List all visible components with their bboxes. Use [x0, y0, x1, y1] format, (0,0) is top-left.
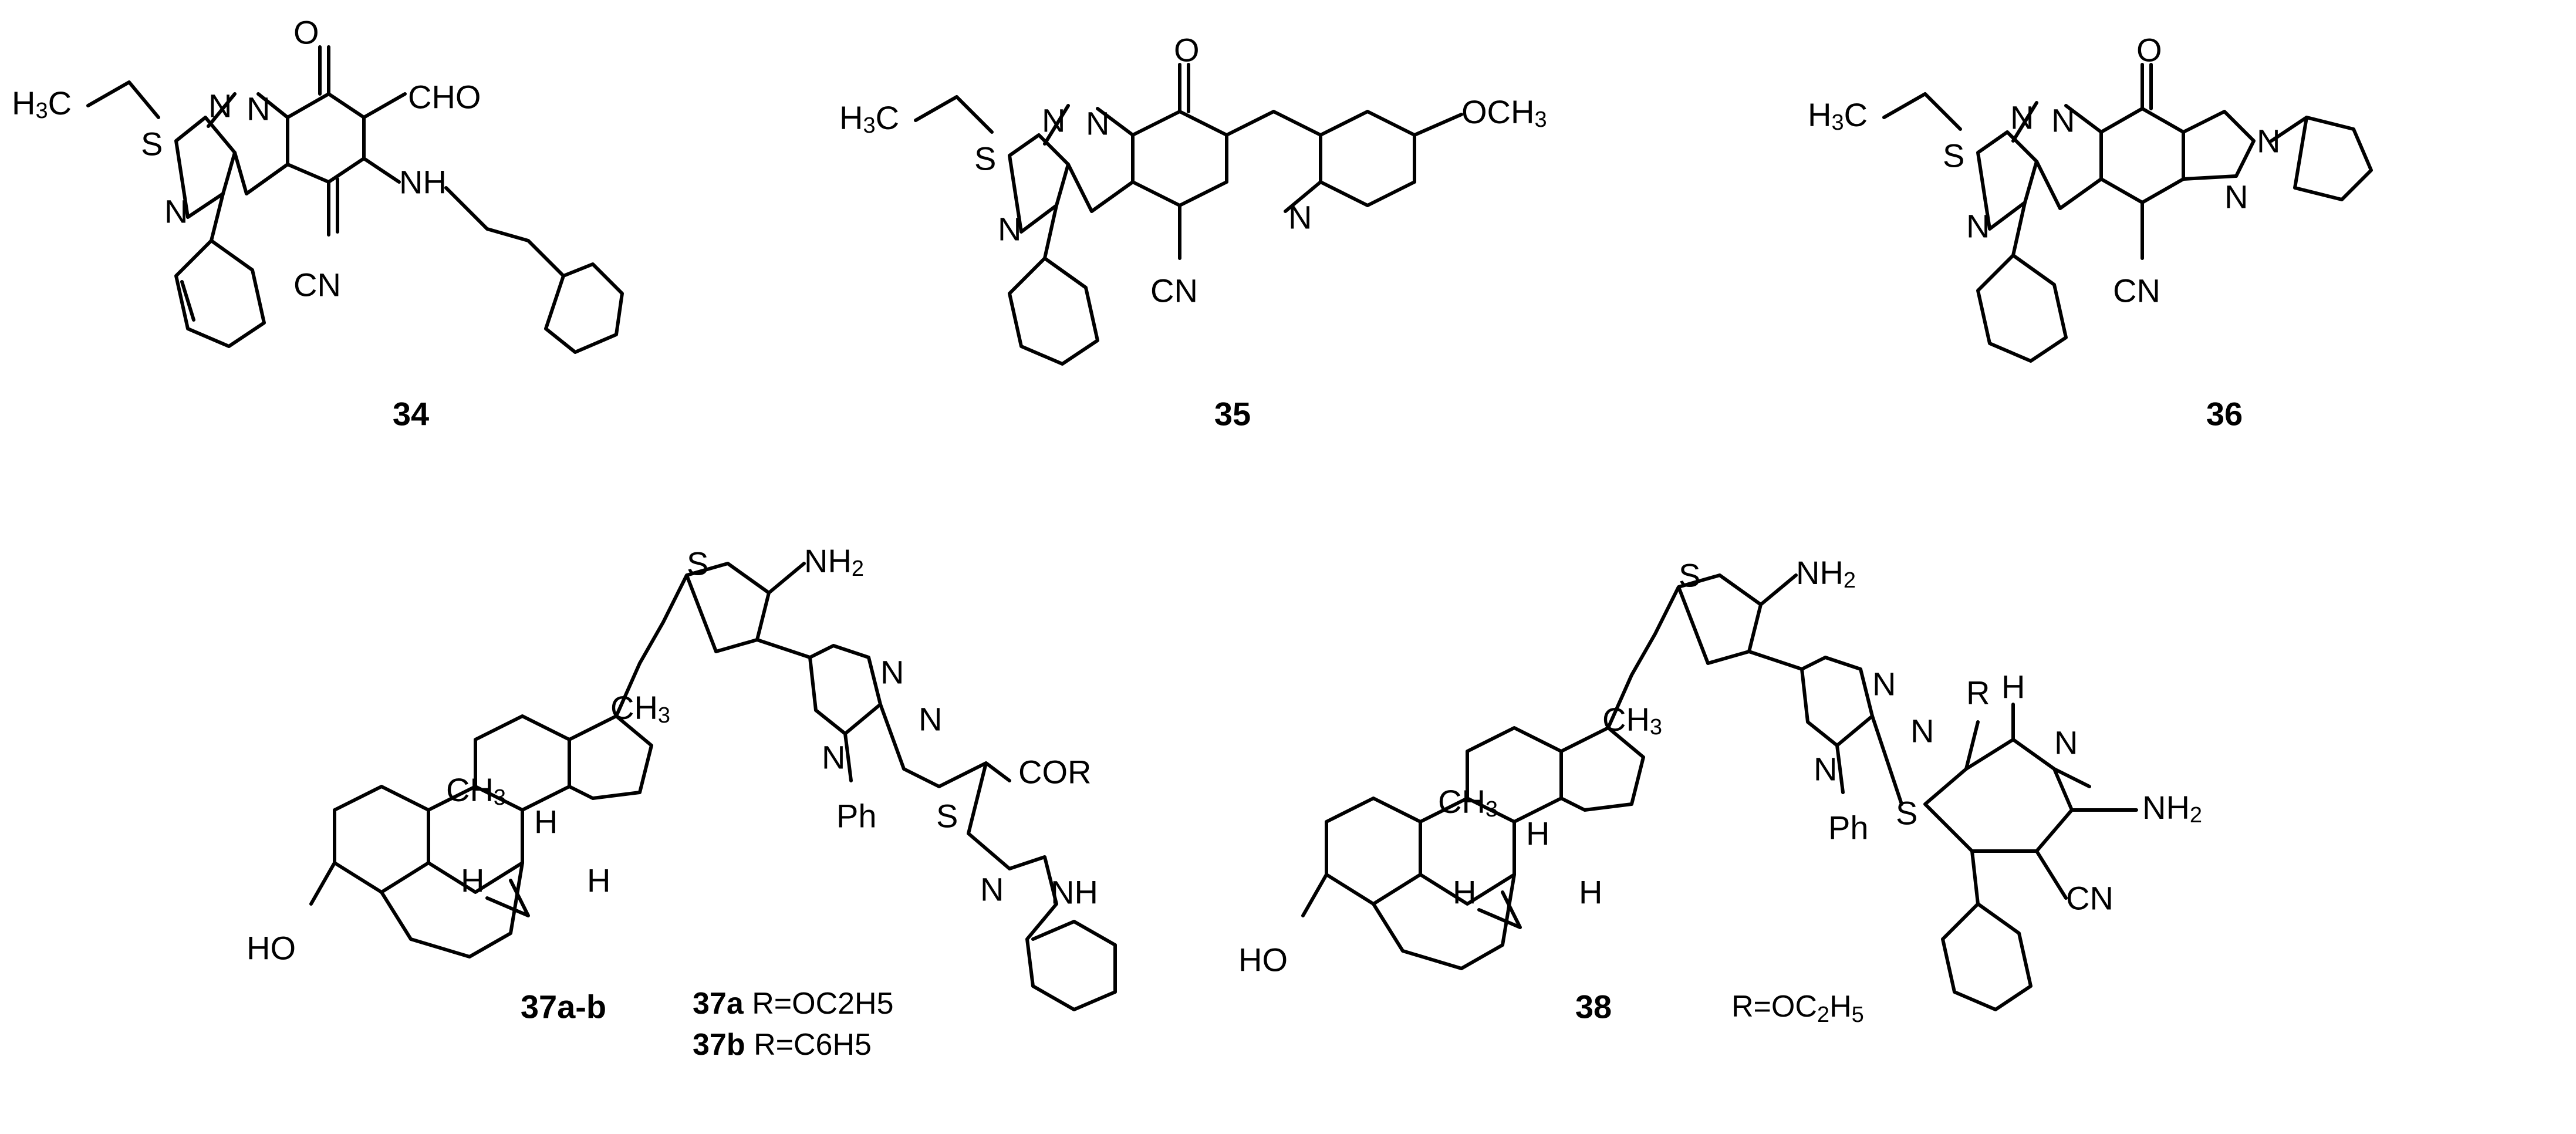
compound-35-sulfur: S — [974, 140, 996, 177]
compound-38-triazole-n1: N — [1872, 666, 1896, 703]
compound-38-bonds — [1301, 573, 2138, 1011]
compound-34-sulfur: S — [141, 126, 163, 163]
compound-37-triazole-n2: N — [919, 701, 942, 738]
compound-37-thiophene-sulfur: S — [687, 545, 708, 582]
compound-37-triazole-n1: N — [880, 654, 904, 691]
compound-36-n-pyrazole-2: N — [2224, 178, 2248, 215]
compound-34-cn: CN — [293, 266, 341, 303]
compound-35-n-top: N — [1042, 102, 1065, 139]
compound-37-imine-n: N — [980, 871, 1004, 908]
compound-35-bonds — [914, 63, 1463, 366]
compound-38-methyl-upper: CH3 — [1602, 701, 1662, 740]
compound-34-n-ring: N — [247, 90, 270, 127]
compound-36-ethyl: H3C — [1808, 96, 1868, 136]
compound-34-n-phenyl: N — [164, 193, 188, 230]
compound-37-cor: COR — [1018, 754, 1091, 791]
compound-38-amino-2: NH2 — [2142, 789, 2202, 828]
compound-38-thio-sulfur: S — [1896, 795, 1917, 832]
compound-36-sulfur: S — [1943, 137, 1964, 174]
compound-38-cn: CN — [2066, 880, 2114, 917]
compound-34-oxygen: O — [293, 14, 319, 51]
compound-34-ethyl: H3C — [12, 85, 72, 124]
compound-37-methyl-upper: CH3 — [610, 689, 670, 728]
compound-38-thiophene-sulfur: S — [1679, 557, 1700, 594]
compound-37-bonds — [309, 562, 1117, 1011]
compound-34-cho: CHO — [408, 79, 481, 116]
compound-35-methoxy: OCH3 — [1461, 93, 1547, 133]
compound-34-n-top: N — [208, 87, 232, 124]
compound-36-cn: CN — [2113, 272, 2160, 309]
compound-38-ring-n: N — [2054, 724, 2078, 761]
compound-34: O H3C S N N N CHO NH CN 34 — [12, 14, 624, 433]
compound-38-amino: NH2 — [1796, 554, 1856, 593]
compound-38-h-3: H — [1579, 874, 1602, 911]
compound-38-triazole-n3: N — [1814, 751, 1837, 788]
compound-35-n-phenyl: N — [998, 211, 1021, 248]
compound-36: O H3C S N N N N N CN 36 — [1808, 32, 2373, 433]
compound-37-methyl-lower: CH3 — [446, 771, 506, 811]
compound-37: S NH2 CH3 CH3 H H H HO N N N Ph S COR N … — [247, 542, 1117, 1062]
compound-35-number: 35 — [1214, 396, 1251, 433]
compound-38-phenyl-abbrev: Ph — [1828, 809, 1869, 846]
compound-38-h-1: H — [1453, 874, 1476, 911]
compound-35-cn: CN — [1150, 272, 1198, 309]
compound-37-triazole-n3: N — [822, 739, 845, 776]
compound-37-h-1: H — [461, 862, 484, 899]
compound-38-ring-h: H — [2001, 669, 2025, 706]
compound-37-phenyl-abbrev: Ph — [836, 798, 877, 835]
compound-37-hydroxyl: HO — [247, 930, 296, 967]
compound-35-n-quinoline: N — [1288, 199, 1312, 236]
compound-35-ethyl: H3C — [839, 99, 899, 139]
compound-38-hydroxyl: HO — [1238, 941, 1288, 978]
compound-37-number: 37a-b — [521, 988, 606, 1025]
compound-38-methyl-lower: CH3 — [1438, 783, 1498, 822]
compound-37-amino: NH2 — [804, 542, 864, 582]
compound-38-r-group: R — [1966, 674, 1990, 711]
compound-36-n-phenyl: N — [1966, 208, 1990, 245]
compound-34-number: 34 — [393, 396, 429, 433]
compound-36-number: 36 — [2206, 396, 2243, 433]
compound-38-number: 38 — [1575, 988, 1612, 1025]
compound-38-r-definition: R=OC2H5 — [1731, 990, 1864, 1027]
compound-38-triazole-n2: N — [1910, 713, 1934, 750]
compound-35-oxygen: O — [1174, 32, 1200, 69]
compound-36-bonds — [1882, 63, 2373, 363]
compound-36-n-pyrazole-1: N — [2257, 123, 2280, 160]
compound-37-hydrazone-nh: NH — [1051, 874, 1098, 911]
compound-38: S NH2 CH3 CH3 H H H HO N N N Ph S R H N … — [1238, 554, 2202, 1028]
compound-34-bonds — [86, 45, 624, 354]
compound-36-n-top: N — [2010, 99, 2034, 136]
compound-37b-definition: 37b R=C6H5 — [693, 1028, 872, 1062]
compound-36-n-ring: N — [2051, 102, 2075, 139]
compound-36-oxygen: O — [2136, 32, 2162, 69]
compound-37-h-2: H — [534, 804, 558, 841]
compound-35: O H3C S N N N N OCH3 CN 35 — [839, 32, 1547, 433]
compound-37-h-3: H — [587, 862, 610, 899]
compound-34-nh: NH — [399, 164, 447, 201]
compound-37-thio-sulfur: S — [936, 798, 958, 835]
compound-35-n-ring: N — [1086, 105, 1109, 142]
compound-38-h-2: H — [1526, 815, 1549, 852]
compound-37a-definition: 37a R=OC2H5 — [693, 987, 894, 1021]
